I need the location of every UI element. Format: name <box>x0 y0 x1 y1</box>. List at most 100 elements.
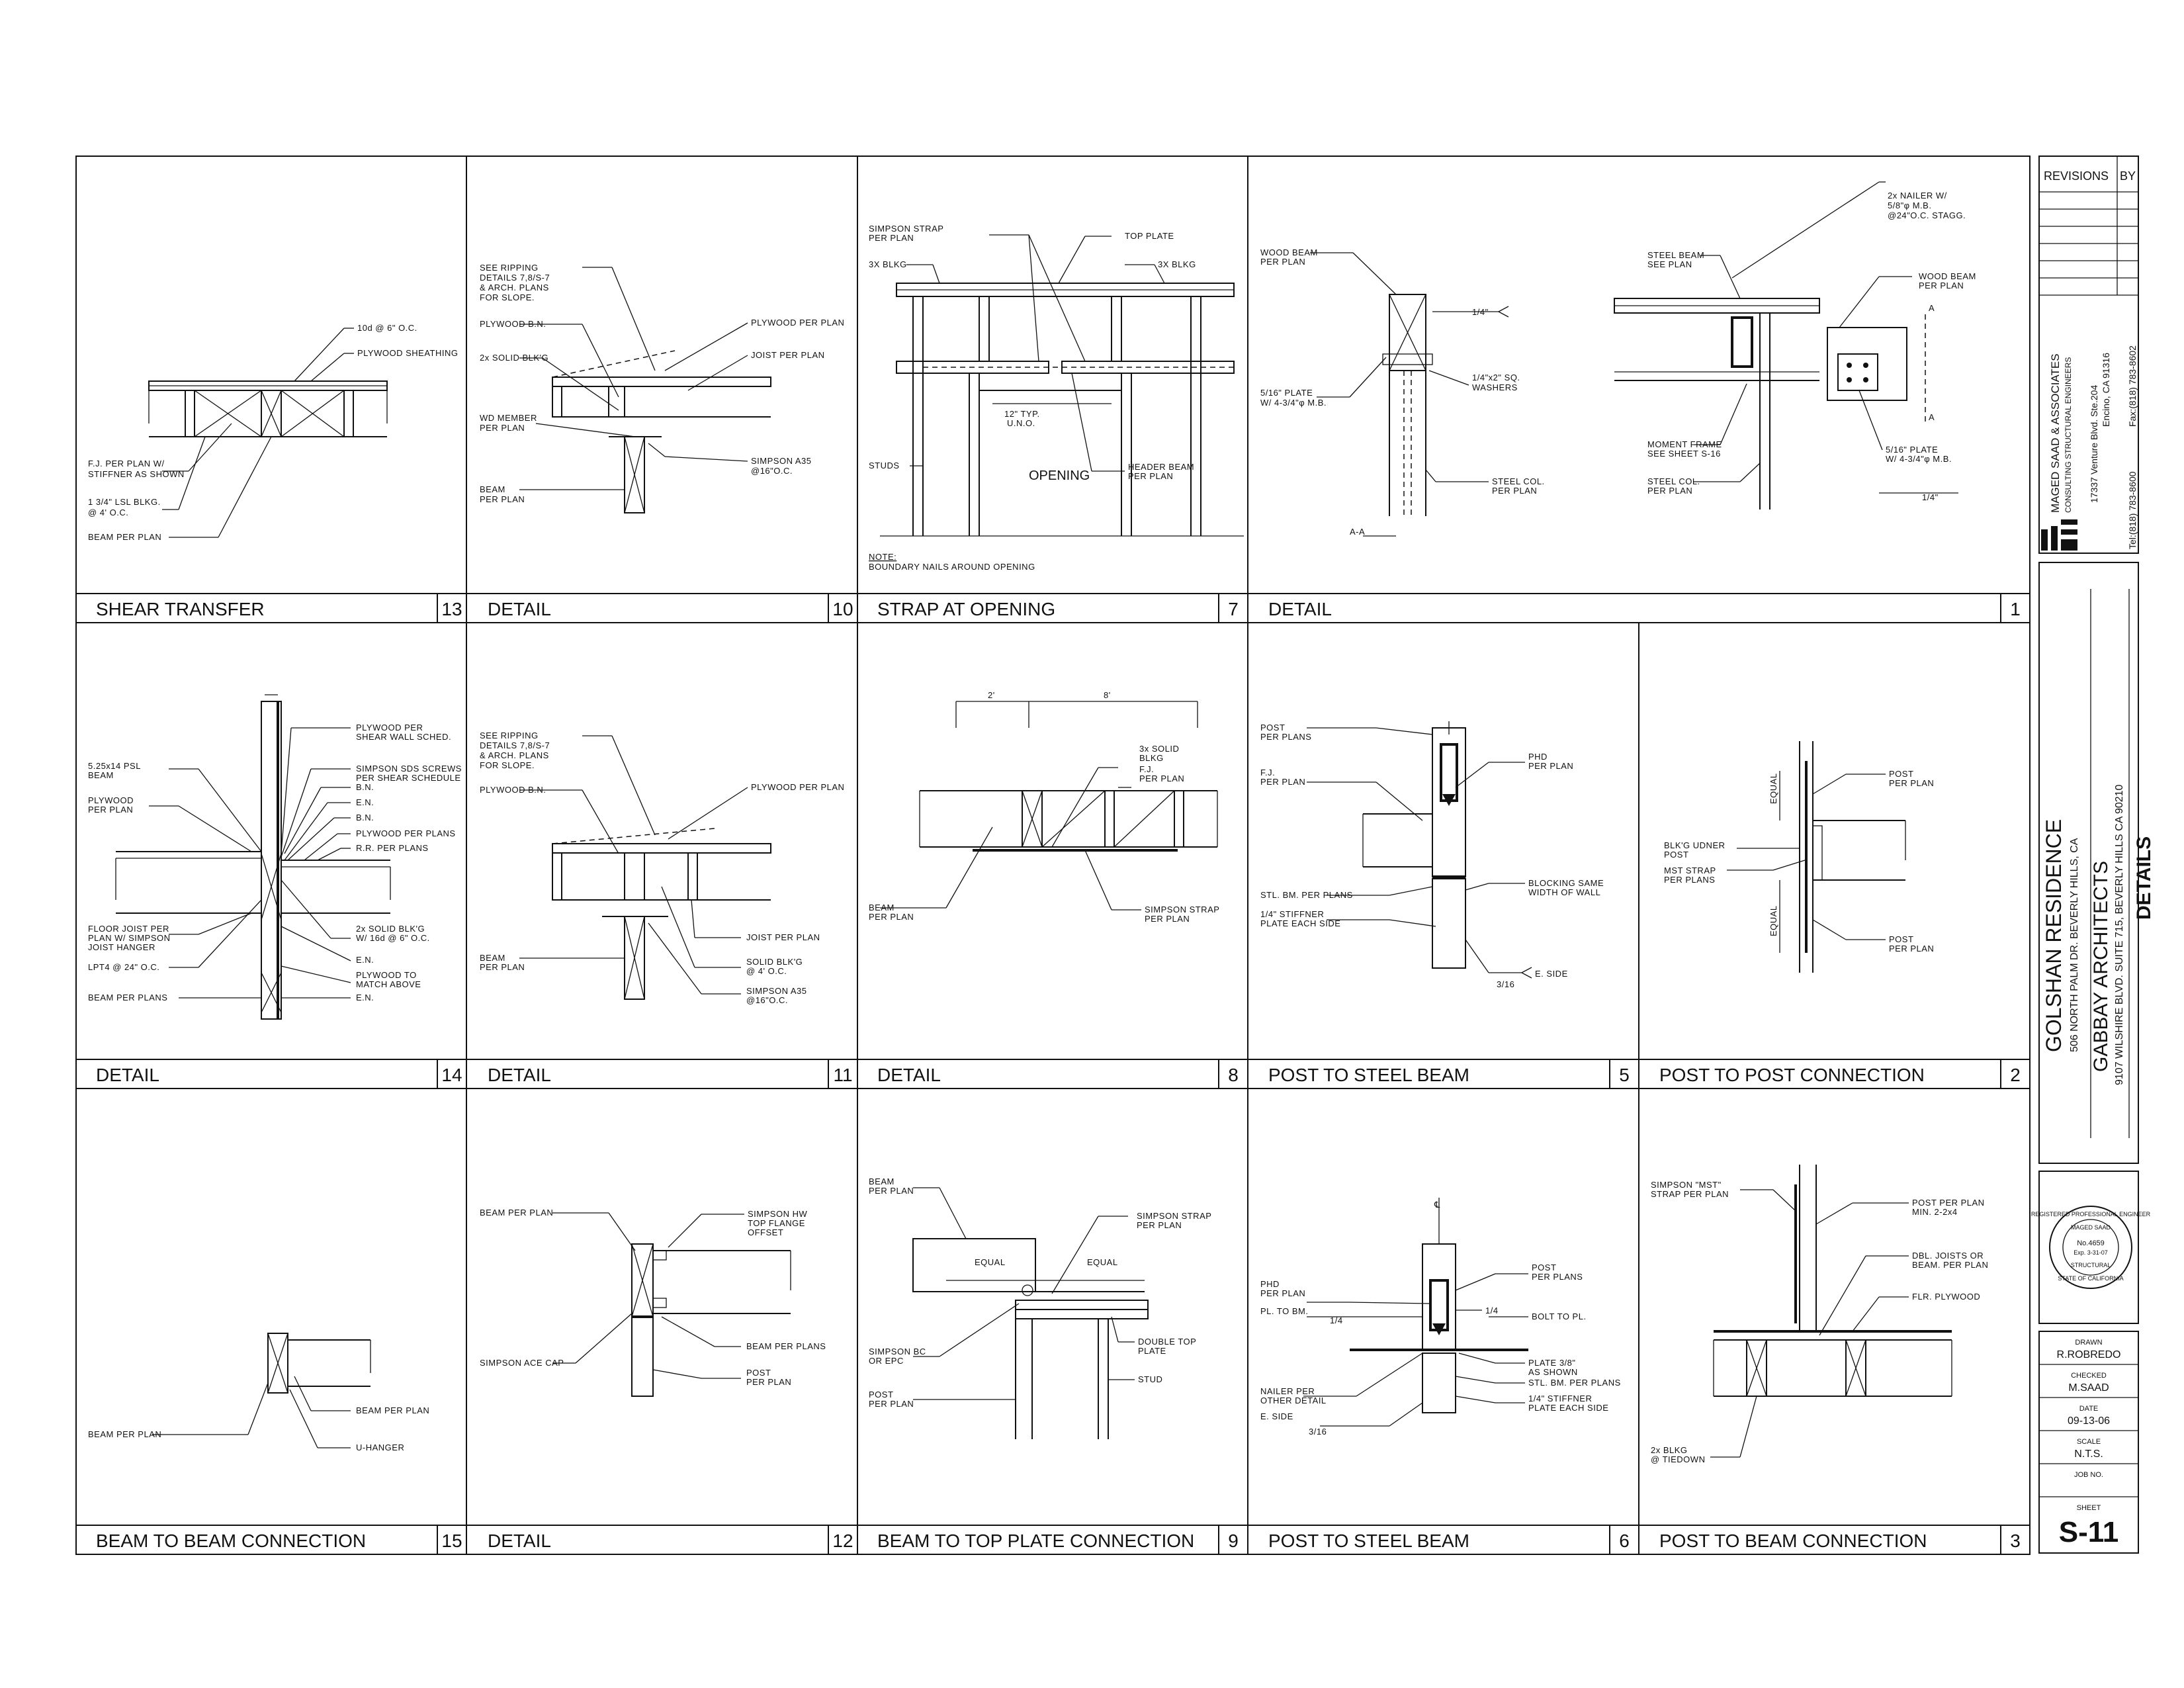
detail-8-number: 8 <box>1228 1065 1239 1085</box>
detail-10-note: @16"O.C. <box>751 466 793 476</box>
detail-9-note: BEAM <box>869 1177 895 1186</box>
detail-7-note: 3X BLKG <box>1158 259 1196 269</box>
detail-13-note: @ 4' O.C. <box>88 508 128 517</box>
detail-8-drawing: 2' 8' 3x SOLID BLKG F.J. PER PLAN BEAM P… <box>869 690 1219 924</box>
detail-14-note: W/ 16d @ 6" O.C. <box>356 933 430 943</box>
detail-14-note: B.N. <box>356 813 374 822</box>
detail-2-note: EQUAL <box>1769 905 1778 936</box>
detail-7-drawing: SIMPSON STRAP PER PLAN 3X BLKG TOP PLATE… <box>869 224 1244 572</box>
detail-10-note: BEAM <box>480 484 505 494</box>
detail-1-note: 1/4" <box>1472 307 1489 317</box>
sheet-title: DETAILS <box>2133 836 2155 920</box>
detail-10-note: 2x SOLID BLK'G <box>480 353 548 363</box>
detail-7-note: 12" TYP. <box>1004 409 1040 419</box>
detail-12-note: SIMPSON HW <box>748 1209 807 1219</box>
detail-5-note: STL. BM. PER PLANS <box>1260 890 1353 900</box>
detail-14-note: LPT4 @ 24" O.C. <box>88 962 159 972</box>
detail-8-note: BEAM <box>869 903 895 912</box>
detail-13-note: F.J. PER PLAN W/ <box>88 459 165 468</box>
detail-10-note: SIMPSON A35 <box>751 456 811 466</box>
detail-1-note: @24"O.C. STAGG. <box>1888 210 1966 220</box>
detail-11-title: DETAIL <box>488 1065 551 1085</box>
detail-14-note: FLOOR JOIST PER <box>88 924 169 934</box>
detail-11-note: @16"O.C. <box>746 995 788 1005</box>
detail-11-note: PER PLAN <box>480 962 525 972</box>
detail-12-title: DETAIL <box>488 1531 551 1551</box>
detail-7-note: SIMPSON STRAP <box>869 224 943 234</box>
detail-15-title: BEAM TO BEAM CONNECTION <box>96 1531 366 1551</box>
detail-6-note: PHD <box>1260 1279 1280 1289</box>
detail-14-note: PER SHEAR SCHEDULE <box>356 773 461 783</box>
detail-15-note: BEAM PER PLAN <box>356 1405 429 1415</box>
detail-2-drawing: EQUAL POST PER PLAN BLK'G UDNER POST MST… <box>1664 741 1934 973</box>
detail-3-note: DBL. JOISTS OR <box>1912 1251 1984 1261</box>
detail-5-note: PER PLAN <box>1260 777 1305 787</box>
detail-2-note: PER PLAN <box>1889 944 1934 954</box>
detail-9-note: OR EPC <box>869 1356 904 1366</box>
detail-1-note: STEEL COL. <box>1492 476 1545 486</box>
detail-9-note: SIMPSON STRAP <box>1137 1211 1211 1221</box>
detail-15-number: 15 <box>441 1531 462 1551</box>
project-name: GOLSHAN RESIDENCE <box>2042 819 2066 1052</box>
detail-15-drawing: BEAM PER PLAN BEAM PER PLAN U-HANGER <box>88 1333 429 1452</box>
detail-14-note: PLYWOOD TO <box>356 970 417 980</box>
revisions-box <box>2038 155 2139 554</box>
architect-address: 9107 WILSHIRE BLVD. SUITE 715, BEVERLY H… <box>2114 784 2125 1085</box>
revisions-header: REVISIONS <box>2044 169 2109 183</box>
scale-label: SCALE <box>2077 1438 2101 1446</box>
detail-5-note: WIDTH OF WALL <box>1528 887 1600 897</box>
detail-2-note: PER PLAN <box>1889 778 1934 788</box>
detail-1-note: PER PLAN <box>1919 281 1964 290</box>
detail-3-note: FLR. PLYWOOD <box>1912 1292 1980 1302</box>
detail-1-note: A <box>1929 303 1935 313</box>
detail-3-note: SIMPSON "MST" <box>1651 1180 1722 1190</box>
seal-ring-top: REGISTERED PROFESSIONAL ENGINEER <box>2031 1211 2151 1218</box>
date-label: DATE <box>2079 1405 2099 1413</box>
detail-7-note: 3X BLKG <box>869 259 907 269</box>
detail-9-note: EQUAL <box>975 1257 1006 1267</box>
detail-9-note: DOUBLE TOP <box>1138 1337 1196 1347</box>
detail-10-note: DETAILS 7,8/S-7 <box>480 273 550 283</box>
sheet-number: S-11 <box>2059 1516 2119 1548</box>
detail-14-note: PLYWOOD PER <box>356 723 423 733</box>
detail-9-note: PLATE <box>1138 1346 1166 1356</box>
detail-5-note: 3/16 <box>1497 979 1514 989</box>
detail-9-note: EQUAL <box>1087 1257 1118 1267</box>
detail-11-note: SEE RIPPING <box>480 731 539 740</box>
detail-5-note: POST <box>1260 723 1285 733</box>
detail-10-number: 10 <box>832 599 853 619</box>
seal-name: MAGED SAAD <box>2071 1224 2111 1231</box>
detail-1-note: A <box>1929 412 1935 422</box>
detail-1-note: WOOD BEAM <box>1919 271 1976 281</box>
detail-3-number: 3 <box>2010 1531 2021 1551</box>
detail-11-drawing: SEE RIPPING DETAILS 7,8/S-7 & ARCH. PLAN… <box>480 731 844 1005</box>
firm-city: Encino, CA 91316 <box>2101 353 2111 427</box>
detail-14-number: 14 <box>441 1065 462 1085</box>
detail-2-note: POST <box>1889 769 1913 779</box>
detail-11-note: @ 4' O.C. <box>746 966 787 976</box>
detail-14-note: PLYWOOD PER PLANS <box>356 828 456 838</box>
detail-1-drawing: WOOD BEAM PER PLAN 1/4" 1/4"x2" SQ. WASH… <box>1260 181 1976 537</box>
detail-9-note: STUD <box>1138 1374 1162 1384</box>
detail-11-note: JOIST PER PLAN <box>746 932 820 942</box>
detail-7-note: OPENING <box>1029 468 1090 483</box>
seal-box <box>2038 1171 2139 1324</box>
detail-14-note: JOIST HANGER <box>88 942 155 952</box>
detail-1-title: DETAIL <box>1268 599 1332 619</box>
detail-10-note: PLYWOOD B.N. <box>480 319 546 329</box>
detail-5-note: 1/4" STIFFNER <box>1260 909 1324 919</box>
detail-15-note: BEAM PER PLAN <box>88 1429 161 1439</box>
detail-3-drawing: SIMPSON "MST" STRAP PER PLAN POST PER PL… <box>1651 1165 1988 1464</box>
detail-11-note: BEAM <box>480 953 505 963</box>
detail-6-note: AS SHOWN <box>1528 1367 1578 1377</box>
detail-10-note: PER PLAN <box>480 423 525 433</box>
detail-12-note: SIMPSON ACE CAP <box>480 1358 564 1368</box>
project-address: 506 NORTH PALM DR. BEVERLY HILLS, CA <box>2069 838 2080 1052</box>
detail-14-note: R.R. PER PLANS <box>356 843 429 853</box>
detail-14-note: PLYWOOD <box>88 795 134 805</box>
detail-8-note: BLKG <box>1139 753 1164 763</box>
detail-13-note: PLYWOOD SHEATHING <box>357 348 458 358</box>
detail-5-note: F.J. <box>1260 768 1275 777</box>
detail-6-number: 6 <box>1619 1531 1630 1551</box>
detail-11-note: SIMPSON A35 <box>746 986 807 996</box>
